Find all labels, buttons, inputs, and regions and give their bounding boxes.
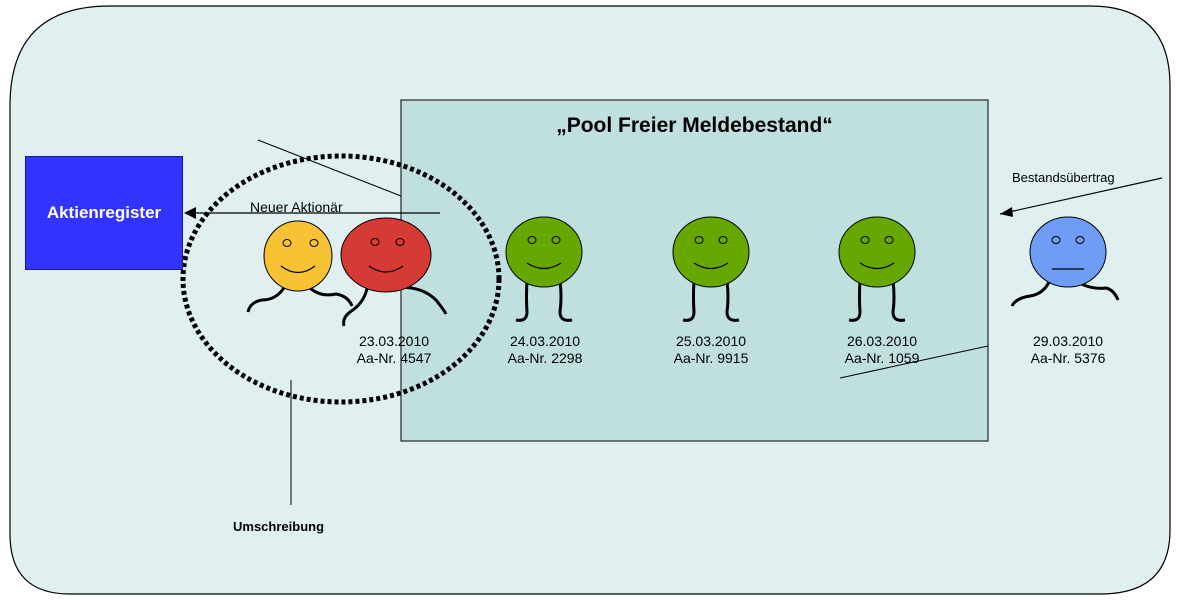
face-mouth [368, 265, 404, 273]
face-number: Aa-Nr. 4547 [356, 350, 432, 366]
face-legs [682, 279, 740, 322]
face-eye-left [1051, 236, 1061, 244]
face-head [263, 220, 333, 292]
face-date: 23.03.2010 [358, 333, 430, 349]
face-mouth [526, 262, 562, 270]
face-blue [1010, 216, 1120, 307]
face-label-green-2: 25.03.2010 Aa-Nr. 9915 [651, 333, 771, 367]
face-number: Aa-Nr. 9915 [673, 350, 749, 366]
face-eye-left [694, 236, 704, 244]
face-date: 25.03.2010 [675, 333, 747, 349]
face-mouth [859, 262, 895, 270]
face-head [1029, 216, 1107, 288]
face-green-2 [672, 216, 750, 322]
face-eye-left [860, 236, 870, 244]
face-head [672, 216, 750, 288]
face-head [505, 216, 583, 288]
face-number: Aa-Nr. 2298 [507, 350, 583, 366]
transfer-label: Bestandsübertrag [1012, 170, 1115, 185]
face-eye-left [527, 236, 537, 244]
face-date: 26.03.2010 [846, 333, 918, 349]
face-eye-left [370, 238, 380, 246]
face-eye-right [395, 238, 405, 246]
face-eye-right [884, 236, 894, 244]
face-legs [515, 279, 573, 322]
face-legs [246, 279, 354, 313]
face-eye-right [1075, 236, 1085, 244]
face-date: 29.03.2010 [1032, 333, 1104, 349]
share-register-label: Aktienregister [46, 203, 162, 222]
face-label-red: 23.03.2010 Aa-Nr. 4547 [334, 333, 454, 367]
face-green-1 [505, 216, 583, 322]
diagonal-line-left [257, 139, 402, 197]
diagonal-line-right [839, 345, 989, 379]
face-green-3 [838, 216, 916, 322]
pool-title: „Pool Freier Meldebestand“ [556, 114, 833, 137]
face-date: 24.03.2010 [509, 333, 581, 349]
face-number: Aa-Nr. 5376 [1030, 350, 1106, 366]
face-eye-right [309, 239, 319, 247]
diagonal-line-transfer [999, 177, 1163, 215]
face-label-green-1: 24.03.2010 Aa-Nr. 2298 [485, 333, 605, 367]
face-yellow [246, 220, 354, 313]
face-legs [848, 279, 906, 322]
share-register-box: Aktienregister [25, 156, 183, 270]
face-label-green-3: 26.03.2010 Aa-Nr. 1059 [822, 333, 942, 367]
face-eye-left [282, 239, 292, 247]
rewrite-label: Umschreibung [233, 519, 325, 534]
face-mouth [280, 265, 316, 274]
face-number: Aa-Nr. 1059 [844, 350, 920, 366]
face-head [340, 217, 432, 293]
face-eye-right [718, 236, 728, 244]
face-mouth [693, 262, 729, 270]
face-eye-right [551, 236, 561, 244]
transfer-arrowhead [1000, 207, 1013, 217]
new-shareholder-label: Neuer Aktionär [250, 199, 343, 215]
face-legs [1010, 278, 1120, 307]
rewrite-ellipse [180, 153, 502, 405]
face-label-blue: 29.03.2010 Aa-Nr. 5376 [1008, 333, 1128, 367]
face-red [340, 217, 448, 327]
face-head [838, 216, 916, 288]
new-shareholder-arrowhead [184, 207, 196, 219]
